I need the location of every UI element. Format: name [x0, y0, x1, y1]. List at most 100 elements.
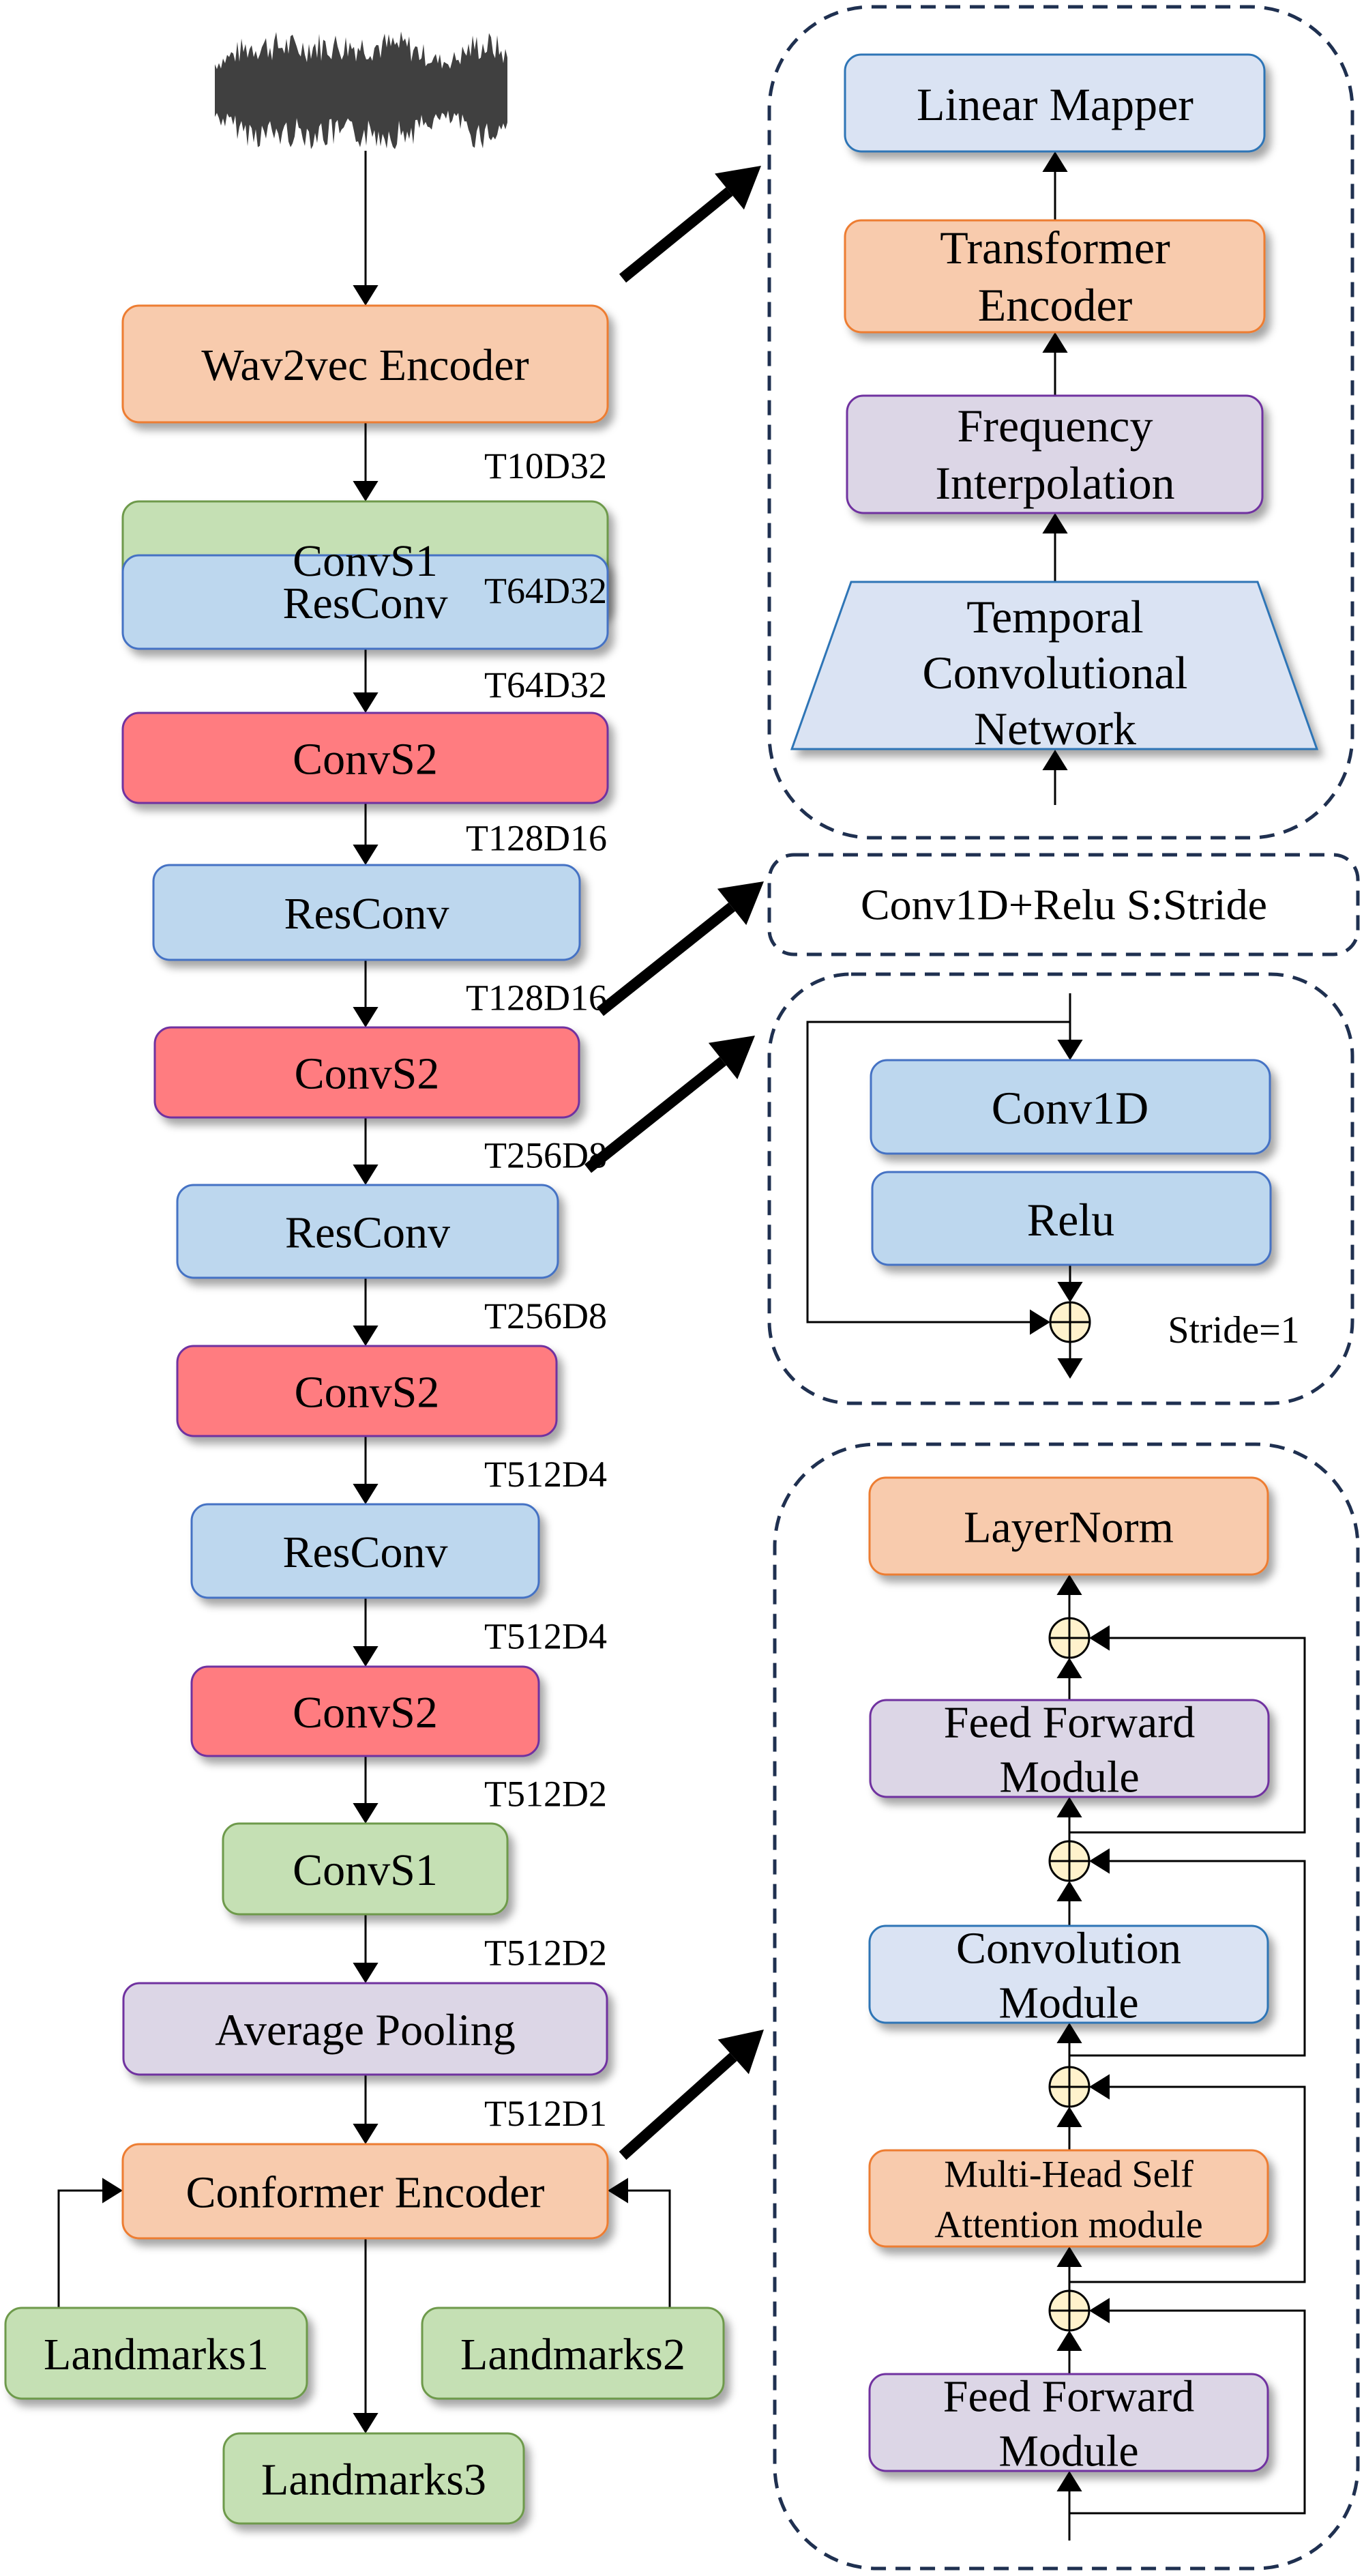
block-freq-interp	[846, 394, 1264, 514]
from-sum-arrow-3-arrowhead-icon	[1056, 1797, 1082, 1817]
block-label-convs2-c: ConvS2	[295, 1368, 440, 1418]
flow-arrow-8-arrowhead-icon	[353, 1484, 379, 1504]
callout-arrow-wav2vec-arrowhead-icon	[714, 166, 761, 210]
block-label-convs2-a: ConvS2	[293, 735, 438, 785]
block-linear-mapper	[844, 53, 1266, 153]
transformer-to-linear-arrow-arrowhead-icon	[1042, 151, 1068, 172]
shape-label-convs2-c: T512D4	[484, 1454, 607, 1495]
block-label-freq-interp-line-1: Frequency	[957, 400, 1153, 452]
shape-label-convs1-b: T512D2	[484, 1933, 607, 1974]
resconv-output-arrow-arrowhead-icon	[1057, 1358, 1083, 1379]
shape-label-convs1-a: T64D32	[484, 570, 607, 611]
from-sum-arrow-2-arrowhead-icon	[1056, 2023, 1082, 2043]
block-ffm-2	[869, 1699, 1270, 1798]
block-wav2vec	[121, 304, 609, 424]
block-landmarks3	[222, 2432, 525, 2525]
block-label-landmarks3: Landmarks3	[261, 2455, 486, 2505]
block-mhsa	[868, 2149, 1269, 2248]
input-arrow-arrowhead-icon	[353, 285, 379, 306]
from-sum-arrow-4-arrowhead-icon	[1056, 1575, 1082, 1595]
block-layernorm	[868, 1476, 1269, 1576]
block-resconv-a	[121, 554, 609, 650]
conformer-skip-arrowhead-icon-3	[1089, 1848, 1110, 1874]
label-layer: Wav2vec EncoderT10D32ConvS1T64D32ResConv…	[44, 78, 1300, 2505]
shape-label-resconv-a: T64D32	[484, 664, 607, 705]
callout-arrow-convs2-shaft	[597, 903, 736, 1016]
stride-note: Stride=1	[1168, 1309, 1299, 1351]
landmarks2-arrowhead-icon	[608, 2178, 628, 2204]
conformer-skip-connection-2	[1069, 2085, 1306, 2283]
block-label-freq-interp-line-2: Interpolation	[935, 457, 1174, 509]
conformer-skip-connection-1	[1069, 2309, 1306, 2515]
node-layer	[4, 5, 1360, 2571]
flow-arrow-1-arrowhead-icon	[353, 481, 379, 501]
resconv-input-arrow-arrowhead-icon	[1057, 1040, 1083, 1060]
shape-label-resconv-c: T256D8	[484, 1296, 607, 1336]
callout-arrow-resconv-arrowhead-icon	[708, 1036, 755, 1079]
block-label-resconv-a: ResConv	[282, 579, 447, 628]
block-resconv-d	[190, 1503, 540, 1599]
block-resconv-b	[152, 864, 581, 961]
block-convs2-c	[176, 1345, 558, 1437]
from-sum-arrow-1-arrowhead-icon	[1056, 2246, 1082, 2267]
block-resconv-c	[176, 1184, 559, 1279]
block-label-relu: Relu	[1027, 1194, 1114, 1246]
block-label-conv-module-line-2: Module	[998, 1978, 1138, 2028]
block-relu	[871, 1171, 1272, 1266]
to-sum-arrow-4-arrowhead-icon	[1056, 1658, 1082, 1678]
conformer-skip-connection-4	[1069, 1637, 1306, 1834]
block-landmarks2	[421, 2307, 725, 2400]
block-label-landmarks2: Landmarks2	[460, 2330, 685, 2380]
shape-label-avgpool: T512D1	[484, 2093, 607, 2134]
resconv-skip-connection	[806, 1021, 1070, 1323]
block-ffm-1	[868, 2373, 1269, 2472]
resconv-detail-panel	[767, 972, 1354, 1405]
block-label-transformer-line-2: Encoder	[978, 279, 1133, 331]
block-conv1d	[870, 1059, 1271, 1155]
block-conformer	[121, 2143, 609, 2240]
waveform-icon	[215, 31, 507, 149]
conformer-skip-connection-3	[1069, 1860, 1306, 2057]
block-label-ffm-1-line-2: Module	[998, 2427, 1138, 2476]
freq-to-transformer-arrow-arrowhead-icon	[1042, 332, 1068, 353]
block-label-ffm-1-line-1: Feed Forward	[943, 2372, 1194, 2422]
legend-box	[767, 853, 1360, 956]
block-label-wav2vec: Wav2vec Encoder	[201, 340, 529, 390]
block-label-resconv-b: ResConv	[284, 889, 449, 939]
conformer-input-arrowhead-icon	[1056, 2471, 1082, 2491]
legend-text: Conv1D+Relu S:Stride	[861, 881, 1267, 929]
relu-to-sum-arrow-arrowhead-icon	[1057, 1282, 1083, 1302]
flow-arrow-10-arrowhead-icon	[353, 1803, 379, 1824]
block-avgpool	[122, 1982, 608, 2076]
flow-arrow-6-arrowhead-icon	[353, 1165, 379, 1185]
block-label-conformer: Conformer Encoder	[186, 2168, 545, 2218]
flow-arrow-4-arrowhead-icon	[353, 845, 379, 865]
callout-arrow-convs2-arrowhead-icon	[717, 881, 764, 925]
block-label-linear-mapper-line-1: Linear Mapper	[917, 78, 1194, 130]
block-label-convs1-a: ConvS1	[293, 536, 438, 586]
block-tcn	[790, 581, 1319, 750]
block-label-tcn-line-1: Temporal	[966, 591, 1144, 643]
landmarks1-connector	[57, 2189, 108, 2308]
flow-arrow-9-arrowhead-icon	[353, 1646, 379, 1667]
tcn-input-arrow-arrowhead-icon	[1042, 750, 1068, 770]
shape-label-convs2-b: T256D8	[484, 1135, 607, 1176]
block-label-ffm-2-line-2: Module	[999, 1753, 1139, 1802]
block-landmarks1	[4, 2307, 308, 2400]
block-label-mhsa-line-2: Attention module	[934, 2204, 1203, 2246]
callout-arrow-resconv-shaft	[584, 1057, 727, 1173]
resconv-skip-arrowhead-icon	[1030, 1309, 1050, 1335]
block-label-resconv-d: ResConv	[282, 1527, 447, 1577]
landmarks1-arrowhead-icon	[102, 2178, 123, 2204]
block-convs2-a	[121, 712, 609, 804]
block-label-avgpool: Average Pooling	[215, 2006, 516, 2055]
block-convs2-d	[190, 1665, 540, 1757]
flow-arrow-7-arrowhead-icon	[353, 1326, 379, 1346]
shape-label-convs2-a: T128D16	[466, 818, 607, 859]
flow-arrow-12-arrowhead-icon	[353, 2124, 379, 2144]
to-sum-arrow-3-arrowhead-icon	[1056, 1881, 1082, 1901]
block-label-convs1-b: ConvS1	[293, 1845, 438, 1895]
to-sum-arrow-1-arrowhead-icon	[1056, 2330, 1082, 2351]
conformer-skip-arrowhead-icon-1	[1089, 2298, 1110, 2324]
block-label-layernorm-line-1: LayerNorm	[964, 1503, 1174, 1553]
